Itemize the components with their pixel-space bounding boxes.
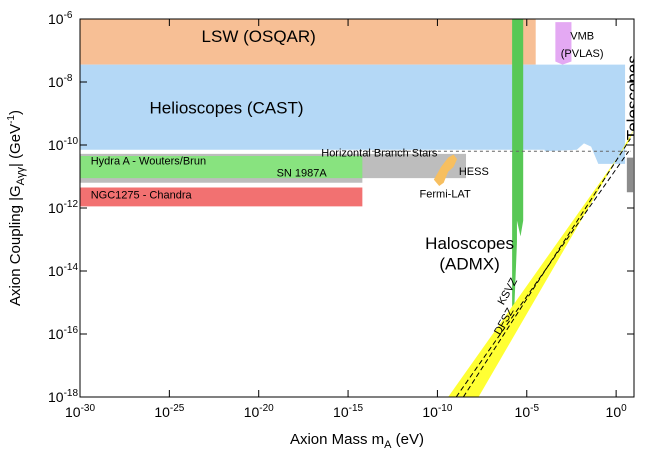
label-haloscopes: Haloscopes: [425, 234, 514, 253]
x-tick-label: 100: [606, 403, 628, 420]
y-tick-label: 10-12: [48, 199, 78, 216]
x-tick-label: 10-25: [154, 403, 184, 420]
y-tick-label: 10-18: [48, 388, 78, 405]
label-vmb: VMB: [570, 30, 594, 42]
label-sn-1987a: SN 1987A: [277, 168, 328, 180]
y-tick-label: 10-8: [48, 73, 73, 90]
label-pvlas: (PVLAS): [561, 48, 604, 60]
x-tick-label: 10-20: [244, 403, 274, 420]
x-tick-label: 10-30: [65, 403, 95, 420]
y-tick-label: 10-16: [48, 325, 78, 342]
region-haloscopes-admx: [512, 19, 524, 309]
x-axis-title: Axion Mass mA (eV): [290, 431, 424, 451]
x-tick-label: 10-5: [515, 403, 540, 420]
region-lsw-osqar: [80, 19, 536, 65]
label-horizontal-branch-stars: Horizontal Branch Stars: [321, 148, 438, 160]
region-telescopes: [626, 157, 634, 193]
label-hess: HESS: [459, 166, 489, 178]
y-tick-label: 10-6: [48, 10, 73, 27]
region-helioscopes-cast: [80, 64, 626, 164]
line-dfsz: [455, 151, 630, 397]
y-tick-label: 10-14: [48, 262, 78, 279]
region-hess: [433, 154, 458, 186]
x-tick-label: 10-15: [333, 403, 363, 420]
label-lsw-osqar: LSW (OSQAR): [202, 27, 316, 46]
x-tick-label: 10-10: [422, 403, 452, 420]
label-ngc1275-chandra: NGC1275 - Chandra: [91, 190, 193, 202]
y-axis-title: Axion Coupling |GAγγ| (GeV-1): [6, 110, 27, 306]
label-admx: (ADMX): [439, 254, 499, 273]
region-hydra-a-wouters-brun: [80, 156, 363, 179]
label-hydra-a-wouters-brun: Hydra A - Wouters/Brun: [91, 156, 206, 168]
line-ksvz: [462, 138, 631, 397]
label-fermi-lat: Fermi-LAT: [420, 188, 471, 200]
label-telescopes: Telescopes: [623, 55, 642, 140]
y-tick-label: 10-10: [48, 136, 78, 153]
label-helioscopes-cast: Helioscopes (CAST): [150, 99, 304, 118]
region-vmb-pvlas: [555, 22, 572, 65]
region-ngc1275-chandra: [80, 187, 363, 207]
